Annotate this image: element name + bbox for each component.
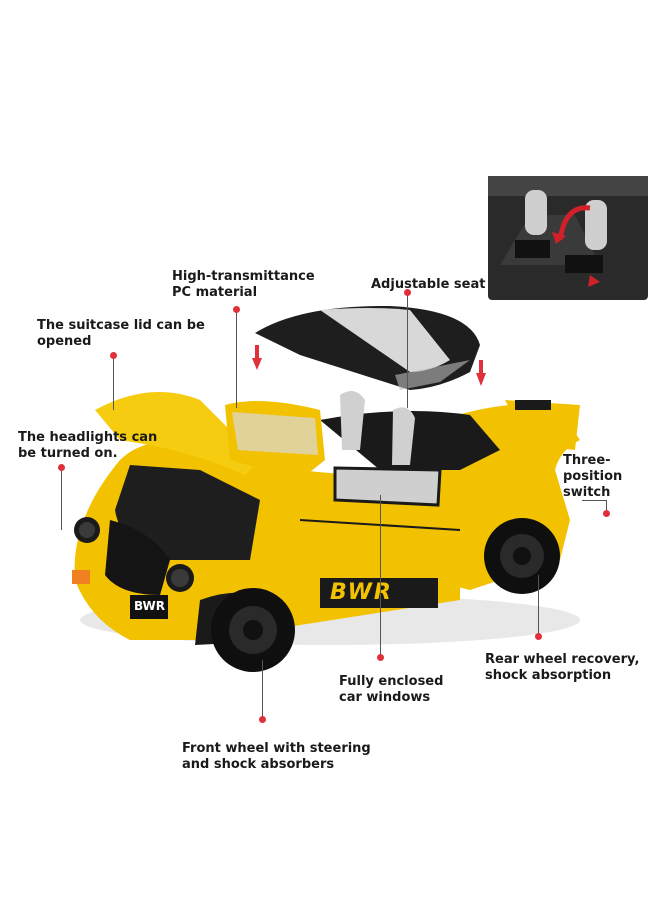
- three-position-leader-h: [582, 500, 606, 501]
- headlights-dot: [58, 464, 65, 471]
- label-front-wheel: Front wheel with steering and shock abso…: [182, 741, 371, 772]
- headlights-leader: [61, 470, 62, 530]
- seat-inset-photo: [488, 176, 648, 300]
- front-wheel: [211, 588, 295, 672]
- label-three-position: Three-position switch: [563, 453, 623, 500]
- side-logo-text: BWR: [330, 580, 393, 605]
- label-rear-wheel: Rear wheel recovery, shock absorption: [485, 652, 640, 683]
- rear-wheel-leader: [538, 575, 539, 635]
- three-position-dot: [603, 510, 610, 517]
- pc-material-leader: [236, 312, 237, 408]
- label-pc-material: High-transmittance PC material: [172, 269, 315, 300]
- label-headlights: The headlights can be turned on.: [18, 430, 158, 461]
- windows-dot: [377, 654, 384, 661]
- rear-wheel-dot: [535, 633, 542, 640]
- pc-material-dot: [233, 306, 240, 313]
- front-wheel-leader: [262, 660, 263, 718]
- label-adjustable-seat: Adjustable seat: [371, 277, 486, 292]
- license-plate-text: BWR: [134, 599, 165, 613]
- label-suitcase-lid: The suitcase lid can be opened: [37, 318, 205, 349]
- adjustable-seat-leader: [407, 290, 408, 408]
- suitcase-lid-dot: [110, 352, 117, 359]
- suitcase-lid-leader: [113, 358, 114, 410]
- label-windows: Fully enclosed car windows: [339, 674, 444, 705]
- adjustable-seat-dot: [404, 289, 411, 296]
- red-arrows: [252, 345, 486, 386]
- rear-wheel: [484, 518, 560, 594]
- three-position-leader-v: [606, 500, 607, 510]
- front-wheel-dot: [259, 716, 266, 723]
- roof-piece: [255, 305, 480, 390]
- windows-leader: [380, 495, 381, 655]
